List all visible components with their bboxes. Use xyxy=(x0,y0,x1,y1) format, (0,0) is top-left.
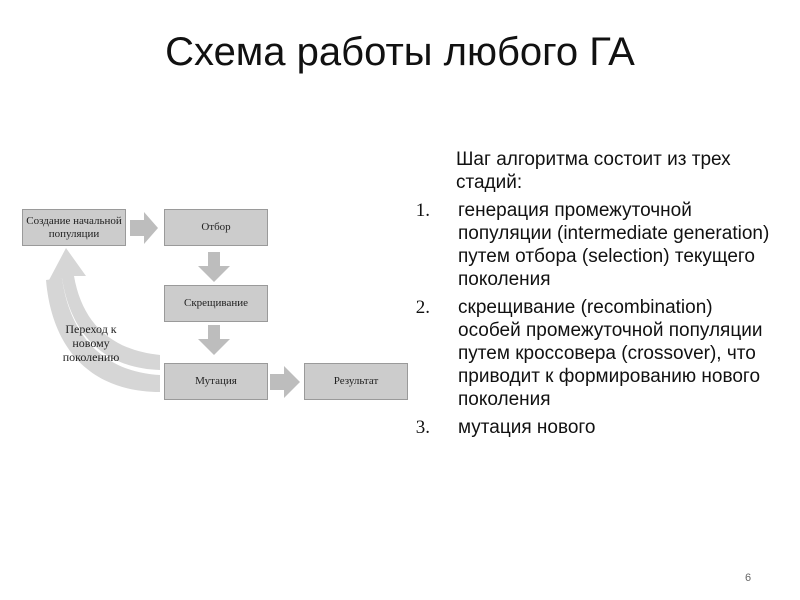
box-selection: Отбор xyxy=(164,209,268,246)
step-number: 3. xyxy=(415,417,430,438)
box-mutation: Мутация xyxy=(164,363,268,400)
box-result: Результат xyxy=(304,363,408,400)
box-init-population: Создание начальной популяции xyxy=(22,209,126,246)
loop-label: Переход к новому поколению xyxy=(62,322,120,364)
loop-arrow xyxy=(48,248,160,370)
step-1: 1. генерация промежуточной популяции (in… xyxy=(408,199,778,291)
arrow-selection-to-crossing xyxy=(198,252,230,282)
arrow-mutation-to-result xyxy=(270,366,300,398)
step-2: 2. скрещивание (recombination) особей пр… xyxy=(408,296,778,411)
step-3: 3. мутация нового xyxy=(408,416,778,439)
intro-text: Шаг алгоритма состоит из трех стадий: xyxy=(456,149,731,193)
arrow-init-to-selection xyxy=(130,212,158,244)
box-crossing: Скрещивание xyxy=(164,285,268,322)
text-column: Шаг алгоритма состоит из трех стадий: 1.… xyxy=(408,148,778,439)
arrow-crossing-to-mutation xyxy=(198,325,230,355)
step-number: 2. xyxy=(415,297,430,318)
step-number: 1. xyxy=(415,200,430,221)
page-number: 6 xyxy=(745,572,752,584)
slide-title: Схема работы любого ГА xyxy=(165,30,635,74)
